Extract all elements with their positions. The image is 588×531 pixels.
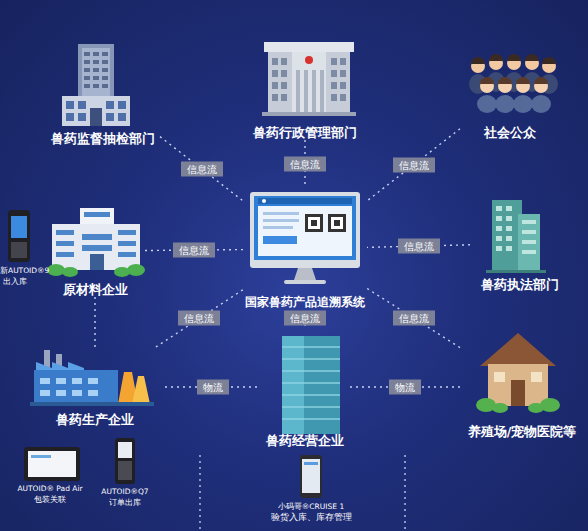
glass-tower-icon [282,336,340,434]
dotted-connector [160,137,243,201]
smartphone-icon [300,455,322,498]
entity-node: 养殖场/宠物医院等 [460,335,584,439]
flow-tag: 信息流 [393,157,435,172]
government-building-icon [262,42,356,116]
house-icon [476,333,560,413]
entity-node: 原材料企业 [45,205,145,297]
node-label: 兽药行政管理部门 [253,125,357,140]
entity-node: 兽药监督抽检部门 [45,38,160,146]
flow-tag: 信息流 [284,157,326,172]
office-tower-icon [62,44,130,126]
flow-tag: 信息流 [284,311,326,326]
node-label: 养殖场/宠物医院等 [468,424,577,439]
flow-tag: 信息流 [398,239,440,254]
company-building-icon [47,208,145,277]
device-caption: 出入库 [3,277,43,286]
entity-node: 国家兽药产品追溯系统 [243,188,367,310]
flow-tag: 信息流 [178,311,220,326]
enforcement-building-icon [486,200,546,273]
dotted-connector [367,288,460,347]
dotted-connector [94,297,95,347]
flow-tag: 信息流 [173,243,215,258]
flow-tag: 物流 [389,380,421,395]
handheld-device-icon [8,210,30,262]
node-label: 兽药经营企业 [266,433,344,448]
entity-node: 社会公众 [460,40,560,140]
crowd-icon [469,54,558,113]
node-label: 兽药生产企业 [56,412,134,427]
flow-tag: 物流 [197,380,229,395]
node-label: 国家兽药产品追溯系统 [245,295,365,310]
dotted-connector [367,129,460,201]
device-caption: AUTOID®Q7 [92,487,158,496]
entity-node: 兽药生产企业 [25,347,165,427]
device-caption: 新AUTOID®9 [0,266,48,275]
device-caption: 包装关联 [12,495,88,504]
flow-tag: 信息流 [181,161,223,176]
flow-tag: 信息流 [393,311,435,326]
handheld-scanner-icon [115,438,135,484]
node-label: 兽药监督抽检部门 [51,131,155,146]
factory-icon [30,350,154,406]
device-caption: 订单出库 [92,498,158,507]
entity-node: 兽药行政管理部门 [248,38,362,140]
node-label: 社会公众 [484,125,536,140]
monitor-icon [250,192,360,284]
entity-node: 兽药执法部门 [470,195,570,292]
device-caption: 小码哥®CRUISE 1 [258,502,364,511]
device-caption: 验货入库、库存管理 [248,513,374,522]
device-caption: AUTOID® Pad Air [12,484,88,493]
entity-node: 兽药经营企业 [260,326,350,448]
node-label: 兽药执法部门 [481,277,559,292]
dotted-connector [156,290,243,347]
node-label: 原材料企业 [63,282,128,297]
dotted-leader-line [200,455,405,531]
tablet-icon [24,447,80,481]
